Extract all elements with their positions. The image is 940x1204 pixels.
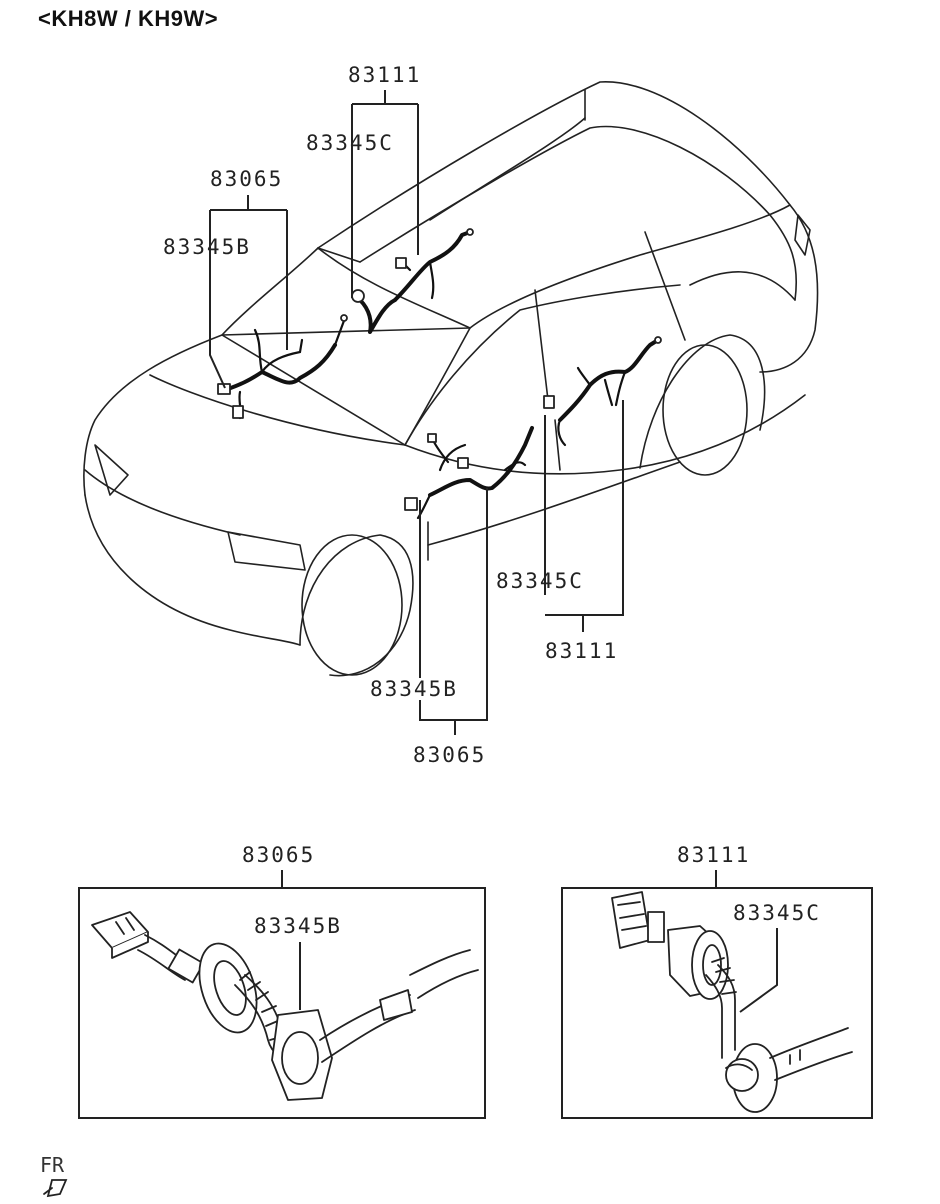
callout-83345c-right: 83345C (496, 569, 584, 593)
detail-right-part-label: 83345C (733, 901, 821, 925)
side-harness-front (404, 426, 534, 520)
detail-left-group-label: 83065 (242, 843, 315, 867)
detail-box-83111: 83111 83345C (561, 843, 873, 1119)
callout-83111-right: 83111 (545, 639, 618, 663)
callout-83345b-top: 83345B (163, 235, 251, 259)
callout-83065-bottom: 83065 (413, 743, 486, 767)
side-harness-rear (543, 336, 662, 447)
callout-83065-top: 83065 (210, 167, 283, 191)
front-marker-label: FR (40, 1153, 65, 1177)
model-title: <KH8W / KH9W> (38, 6, 219, 31)
detail-left-part-label: 83345B (254, 914, 342, 938)
front-harness-upper (351, 228, 474, 334)
callout-83345c-top: 83345C (306, 131, 394, 155)
leader-lines (209, 90, 624, 735)
vehicle-outline (83, 81, 819, 677)
front-direction-marker: FR (40, 1153, 68, 1198)
front-harness (217, 314, 348, 420)
callout-83345b-bottom: 83345B (370, 677, 458, 701)
detail-right-group-label: 83111 (677, 843, 750, 867)
detail-box-83065: 83065 83345B (78, 843, 486, 1119)
front-arrow-icon (43, 1179, 68, 1198)
callout-83111-top: 83111 (348, 63, 421, 87)
